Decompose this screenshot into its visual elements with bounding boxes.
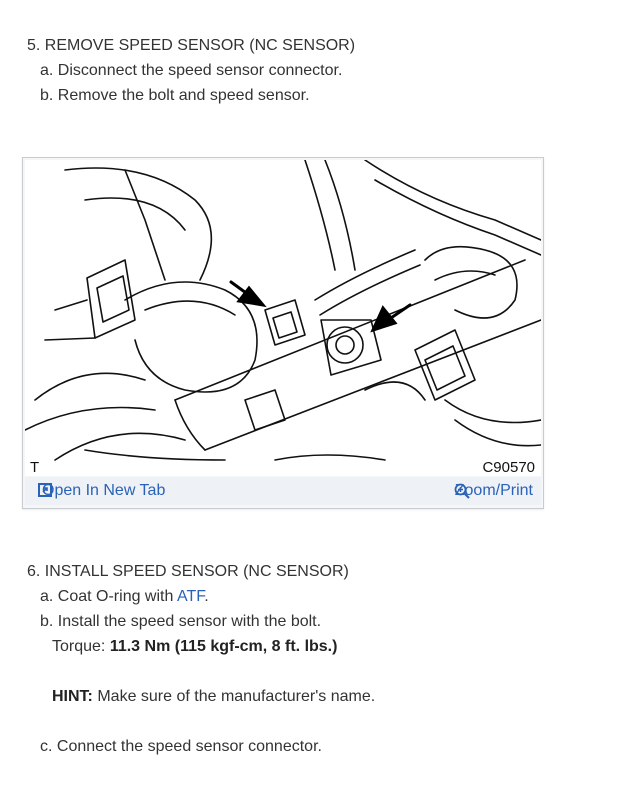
figure-toolbar: Open In New Tab Zoom/Print (25, 477, 541, 505)
torque-spec: Torque: 11.3 Nm (115 kgf-cm, 8 ft. lbs.) (52, 637, 337, 657)
illustration-panel: T C90570 Open In New Tab Zoom/Print (22, 157, 544, 509)
step6-substep-b: b. Install the speed sensor with the bol… (40, 613, 322, 630)
figure-corner-label: T (30, 459, 40, 476)
figure-code: C90570 (482, 459, 535, 476)
open-in-new-tab-label: Open In New Tab (42, 482, 166, 499)
step6-substep-a: a. Coat O-ring with ATF. (40, 587, 209, 607)
atf-link[interactable]: ATF (176, 588, 205, 605)
step6-substep-a-period: . (204, 588, 209, 605)
hint-text: Make sure of the manufacturer's name. (92, 688, 376, 705)
step5-substep-a: a. Disconnect the speed sensor connector… (40, 62, 343, 79)
hint-note: HINT: Make sure of the manufacturer's na… (52, 687, 375, 707)
hint-label: HINT: (52, 688, 93, 705)
step6-substep-a-text: a. Coat O-ring with (40, 588, 177, 605)
step6-substep-c: c. Connect the speed sensor connector. (40, 738, 322, 755)
step6-heading: 6. INSTALL SPEED SENSOR (NC SENSOR) (27, 563, 349, 580)
torque-value: 11.3 Nm (115 kgf-cm, 8 ft. lbs.) (109, 638, 338, 655)
zoom-print-label: Zoom/Print (454, 482, 533, 499)
step5-substep-b: b. Remove the bolt and speed sensor. (40, 87, 310, 104)
torque-label: Torque: (52, 638, 110, 655)
step5-heading: 5. REMOVE SPEED SENSOR (NC SENSOR) (27, 37, 356, 54)
speed-sensor-illustration (25, 160, 541, 476)
zoom-print-link[interactable]: Zoom/Print (452, 481, 533, 501)
open-in-new-tab-link[interactable]: Open In New Tab (36, 481, 165, 501)
